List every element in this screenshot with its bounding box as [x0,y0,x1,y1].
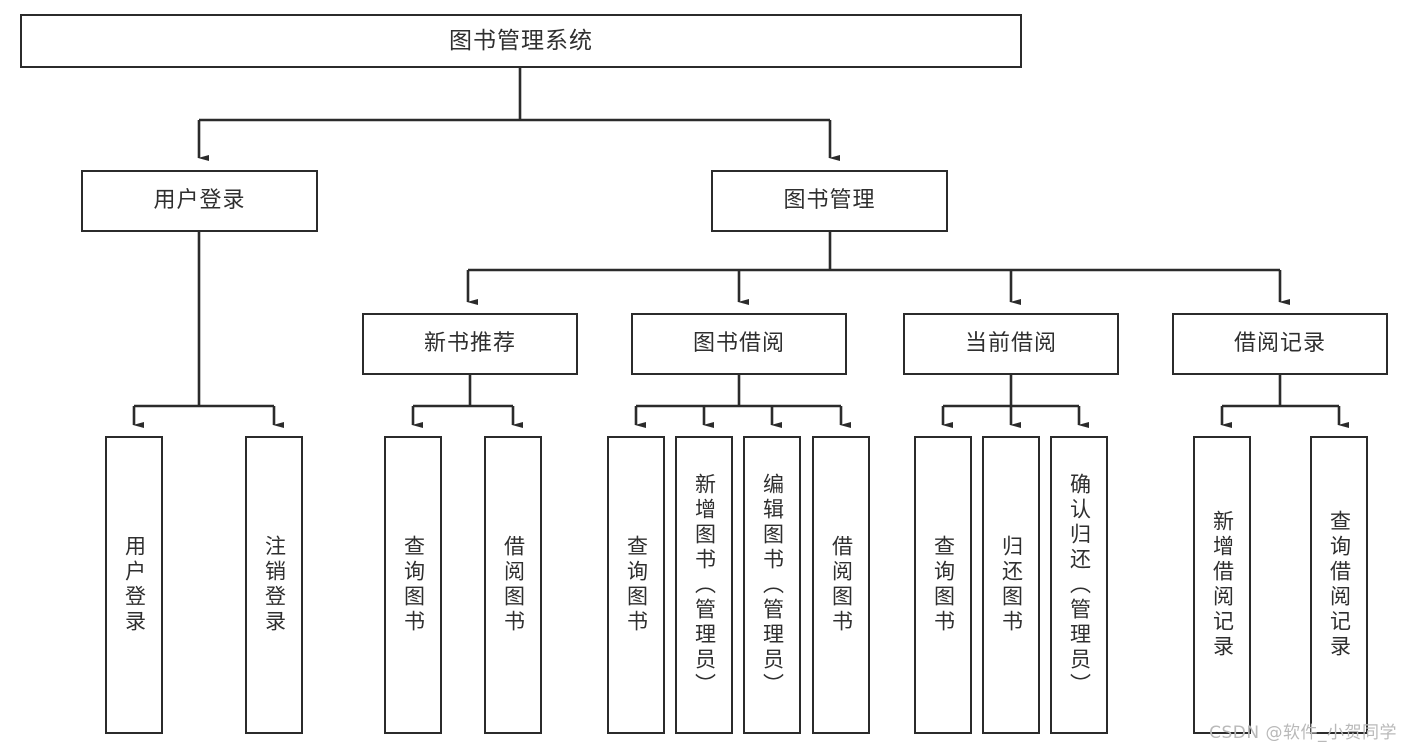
node-label: 借阅图书 [829,535,854,635]
node-current-borrow[interactable]: 当前借阅 [903,313,1119,375]
node-label: 新增图书（管理员） [692,472,717,698]
node-label: 图书借阅 [692,331,785,357]
node-user-login[interactable]: 用户登录 [81,170,318,232]
node-label: 用户登录 [153,188,246,214]
node-label: 注销登录 [262,535,287,635]
watermark-text: CSDN @软件_小贺同学 [1209,723,1397,743]
node-label: 用户登录 [122,535,147,635]
leaf-borrow-book[interactable]: 借阅图书 [812,436,870,734]
node-label: 查询图书 [931,535,956,635]
node-label: 借阅图书 [501,535,526,635]
leaf-query-borrow-record[interactable]: 查询借阅记录 [1310,436,1368,734]
node-label: 图书管理系统 [449,27,593,54]
node-label: 新增借阅记录 [1210,510,1235,660]
node-label: 当前借阅 [964,331,1057,357]
leaf-return-book[interactable]: 归还图书 [982,436,1040,734]
node-label: 查询借阅记录 [1327,510,1352,660]
node-label: 图书管理 [783,188,876,214]
node-label: 确认归还（管理员） [1067,472,1092,698]
node-book-management[interactable]: 图书管理 [711,170,948,232]
node-label: 编辑图书（管理员） [760,472,785,698]
node-new-book-recommend[interactable]: 新书推荐 [362,313,578,375]
node-label: 查询图书 [401,535,426,635]
leaf-logout[interactable]: 注销登录 [245,436,303,734]
leaf-add-borrow-record[interactable]: 新增借阅记录 [1193,436,1251,734]
leaf-user-login[interactable]: 用户登录 [105,436,163,734]
leaf-query-book-borrow[interactable]: 查询图书 [607,436,665,734]
node-book-management-system[interactable]: 图书管理系统 [20,14,1022,68]
node-book-borrow[interactable]: 图书借阅 [631,313,847,375]
node-label: 查询图书 [624,535,649,635]
node-label: 归还图书 [999,535,1024,635]
leaf-confirm-return-admin[interactable]: 确认归还（管理员） [1050,436,1108,734]
leaf-borrow-book-recommend[interactable]: 借阅图书 [484,436,542,734]
leaf-query-book-current[interactable]: 查询图书 [914,436,972,734]
leaf-query-book-recommend[interactable]: 查询图书 [384,436,442,734]
leaf-edit-book-admin[interactable]: 编辑图书（管理员） [743,436,801,734]
leaf-add-book-admin[interactable]: 新增图书（管理员） [675,436,733,734]
node-label: 借阅记录 [1233,331,1326,357]
node-label: 新书推荐 [423,331,516,357]
node-borrow-record[interactable]: 借阅记录 [1172,313,1388,375]
